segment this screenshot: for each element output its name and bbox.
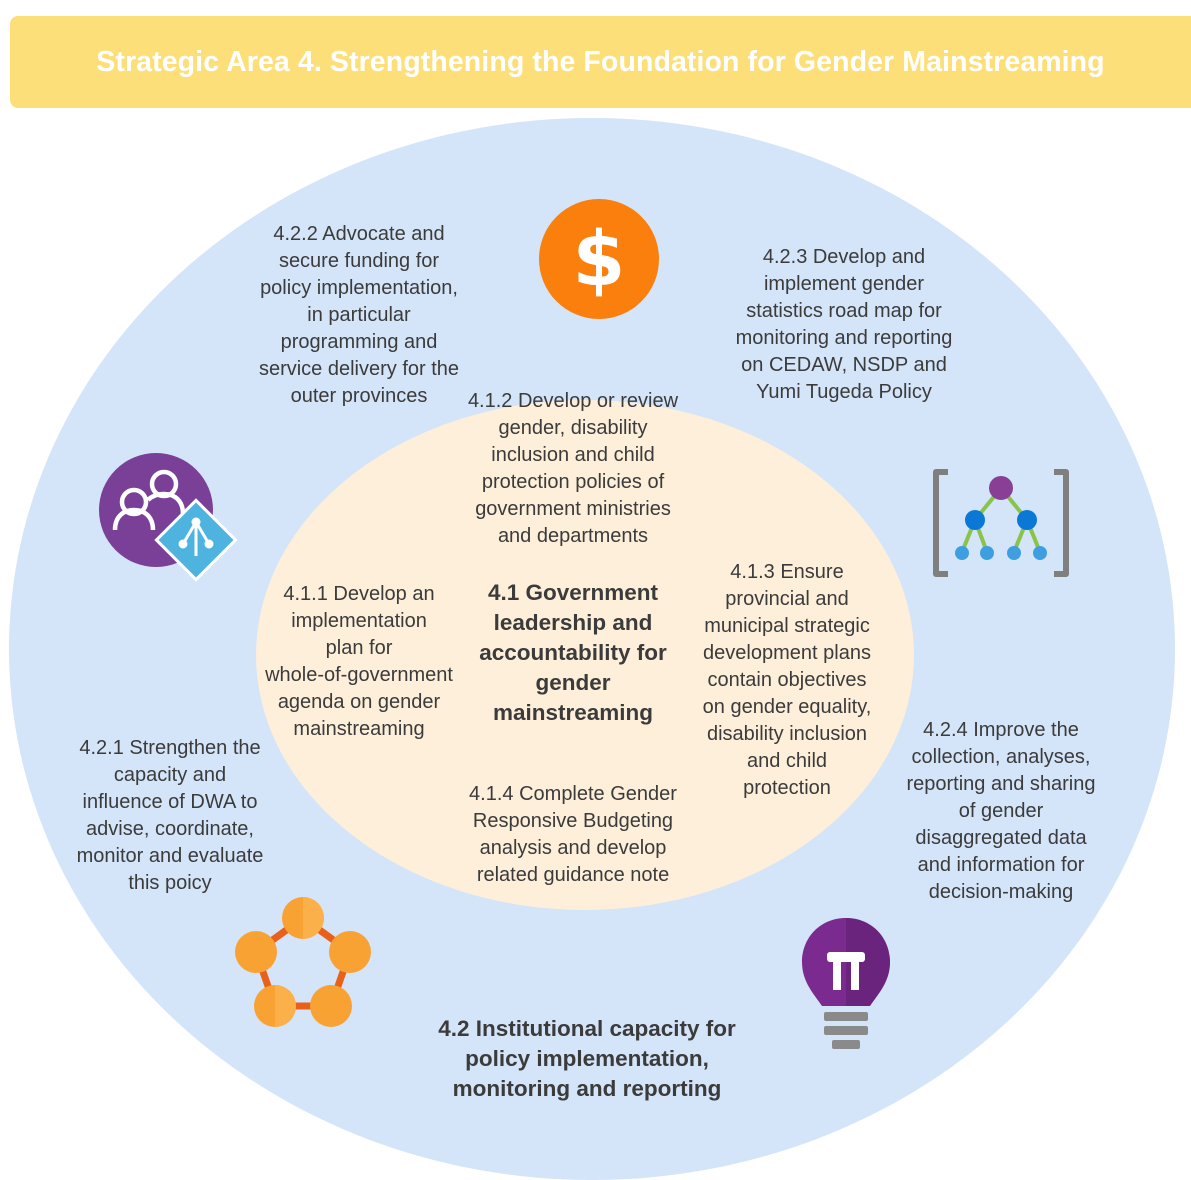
item-4-1-3-line: 4.1.3 Ensure — [730, 561, 844, 583]
item-4-2-3: 4.2.3 Develop and implement gender statist… — [704, 244, 984, 406]
item-4-1-2-line: 4.1.2 Develop or review — [467, 390, 679, 412]
item-4-1-1-line: agenda on gender — [277, 691, 441, 713]
inner-title-line: gender — [535, 670, 611, 695]
item-4-1-1-line: whole-of-government — [265, 664, 453, 686]
item-4-1-3-line: on gender equality, — [702, 696, 872, 718]
item-4-2-4-line: collection, analyses, — [911, 746, 1091, 768]
item-4-1-3-line: and child — [746, 750, 828, 772]
item-4-2-3-line: implement gender — [763, 273, 925, 295]
item-4-2-4-line: of gender — [958, 800, 1044, 822]
outer-title-line: policy implementation, — [465, 1046, 709, 1071]
item-4-2-3-line: Yumi Tugeda Policy — [756, 381, 932, 403]
item-4-1-1-line: plan for — [325, 637, 393, 659]
item-4-2-2-line: programming and — [280, 331, 438, 353]
item-4-1-3-line: development plans — [703, 642, 871, 664]
item-4-2-2-line: policy implementation, — [260, 277, 458, 299]
item-4-2-3-line: on CEDAW, NSDP and — [741, 354, 947, 376]
item-4-2-1-line: capacity and — [113, 764, 227, 786]
banner-title: Strategic Area 4. Strengthening the Foun… — [96, 45, 1105, 78]
item-4-2-1-line: influence of DWA to — [82, 791, 258, 813]
item-4-2-4-line: decision-making — [928, 881, 1074, 903]
inner-title-line: leadership and — [493, 610, 653, 635]
svg-text:$: $ — [573, 214, 626, 303]
outer-title: 4.2 Institutional capacity for policy imp… — [397, 1014, 777, 1104]
inner-title-line: mainstreaming — [492, 700, 654, 725]
item-4-2-1-line: this poicy — [128, 872, 212, 894]
item-4-1-3: 4.1.3 Ensure provincial and municipal stra… — [676, 559, 898, 802]
item-4-2-1-line: monitor and evaluate — [76, 845, 264, 867]
item-4-1-3-line: disability inclusion — [706, 723, 868, 745]
inner-title-line: 4.1 Government — [487, 580, 659, 605]
item-4-2-1-line: 4.2.1 Strengthen the — [79, 737, 261, 759]
item-4-1-4-line: Responsive Budgeting — [472, 810, 674, 832]
network-pentagon-icon — [232, 894, 374, 1030]
item-4-1-4-line: analysis and develop — [479, 837, 667, 859]
outer-title-line: 4.2 Institutional capacity for — [438, 1016, 736, 1041]
item-4-2-3-line: statistics road map for — [746, 300, 942, 322]
lightbulb-icon — [800, 914, 892, 1056]
item-4-1-2: 4.1.2 Develop or review gender, disabilit… — [443, 388, 703, 550]
item-4-2-3-line: monitoring and reporting — [735, 327, 953, 349]
item-4-1-2-line: gender, disability — [498, 417, 648, 439]
item-4-1-1-line: 4.1.1 Develop an — [283, 583, 435, 605]
item-4-2-1: 4.2.1 Strengthen the capacity and influenc… — [50, 735, 290, 897]
item-4-2-2: 4.2.2 Advocate and secure funding for poli… — [229, 221, 489, 410]
item-4-1-4-line: related guidance note — [476, 864, 670, 886]
item-4-1-2-line: and departments — [497, 525, 649, 547]
item-4-2-2-line: service delivery for the — [258, 358, 460, 380]
item-4-1-2-line: inclusion and child — [491, 444, 655, 466]
item-4-2-2-line: 4.2.2 Advocate and — [273, 223, 445, 245]
hierarchy-icon — [930, 466, 1072, 582]
inner-title-line: accountability for — [479, 640, 667, 665]
item-4-2-4: 4.2.4 Improve the collection, analyses, re… — [878, 717, 1124, 906]
item-4-1-1: 4.1.1 Develop an implementation plan for wh… — [238, 581, 480, 743]
item-4-1-3-line: protection — [743, 777, 831, 799]
outer-title-line: monitoring and reporting — [452, 1076, 722, 1101]
item-4-1-4-line: 4.1.4 Complete Gender — [469, 783, 677, 805]
item-4-2-4-line: and information for — [917, 854, 1085, 876]
item-4-1-3-line: municipal strategic — [704, 615, 870, 637]
item-4-2-2-line: in particular — [307, 304, 411, 326]
item-4-2-2-line: outer provinces — [290, 385, 428, 407]
item-4-2-4-line: 4.2.4 Improve the — [923, 719, 1079, 741]
item-4-1-1-line: implementation — [291, 610, 427, 632]
item-4-2-4-line: disaggregated data — [915, 827, 1087, 849]
item-4-1-3-line: provincial and — [725, 588, 849, 610]
inner-title: 4.1 Government leadership and accountabili… — [455, 578, 691, 728]
inner-circle-4-1 — [256, 400, 914, 910]
item-4-2-3-line: 4.2.3 Develop and — [762, 246, 926, 268]
item-4-2-1-line: advise, coordinate, — [86, 818, 254, 840]
item-4-1-3-line: contain objectives — [707, 669, 867, 691]
user-group-icon — [98, 452, 238, 582]
title-banner: Strategic Area 4. Strengthening the Foun… — [10, 16, 1191, 108]
item-4-1-2-line: government ministries — [475, 498, 671, 520]
dollar-icon: $ — [539, 199, 659, 319]
item-4-1-2-line: protection policies of — [481, 471, 665, 493]
item-4-2-2-line: secure funding for — [278, 250, 440, 272]
item-4-2-4-line: reporting and sharing — [906, 773, 1096, 795]
item-4-1-1-line: mainstreaming — [293, 718, 425, 740]
